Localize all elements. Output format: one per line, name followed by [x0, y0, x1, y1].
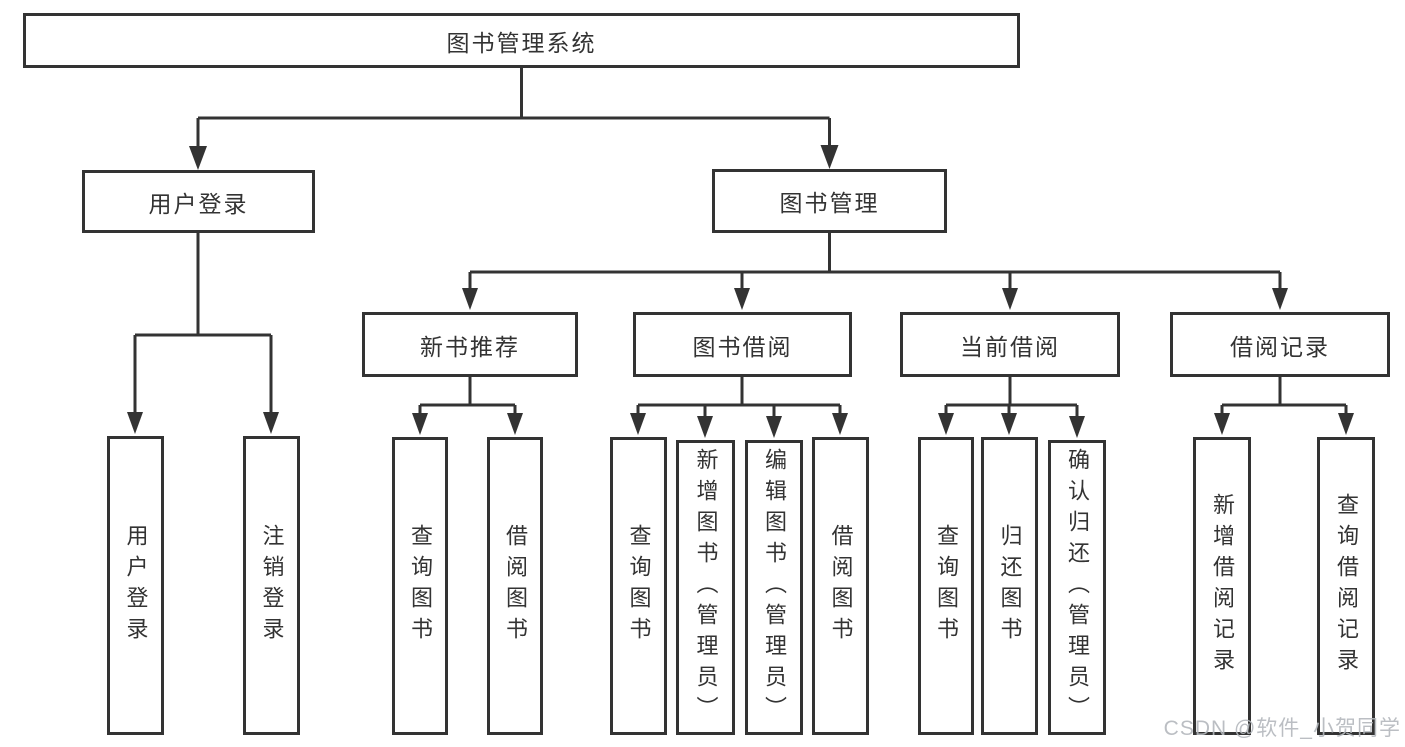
- node-book-borrow: 图书借阅: [633, 312, 852, 377]
- node-library-management-system: 图书管理系统: [23, 13, 1020, 68]
- node-br-add-record: 新增借阅记录: [1193, 437, 1251, 735]
- node-nbr-query-book: 查询图书: [392, 437, 448, 735]
- node-bb-edit-book-admin: 编辑图书（管理员）: [745, 440, 803, 735]
- node-current-borrow: 当前借阅: [900, 312, 1120, 377]
- node-cb-return-book: 归还图书: [981, 437, 1038, 735]
- node-cb-query-book: 查询图书: [918, 437, 974, 735]
- node-borrow-records: 借阅记录: [1170, 312, 1390, 377]
- node-br-query-record: 查询借阅记录: [1317, 437, 1375, 735]
- node-bb-add-book-admin: 新增图书（管理员）: [676, 440, 735, 735]
- node-bb-borrow-book: 借阅图书: [812, 437, 869, 735]
- node-book-management: 图书管理: [712, 169, 947, 233]
- node-user-login: 用户登录: [82, 170, 315, 233]
- node-logout: 注销登录: [243, 436, 300, 735]
- node-bb-query-book: 查询图书: [610, 437, 667, 735]
- node-new-book-recommend: 新书推荐: [362, 312, 578, 377]
- node-login: 用户登录: [107, 436, 164, 735]
- node-cb-confirm-return-admin: 确认归还（管理员）: [1048, 440, 1106, 735]
- node-nbr-borrow-book: 借阅图书: [487, 437, 543, 735]
